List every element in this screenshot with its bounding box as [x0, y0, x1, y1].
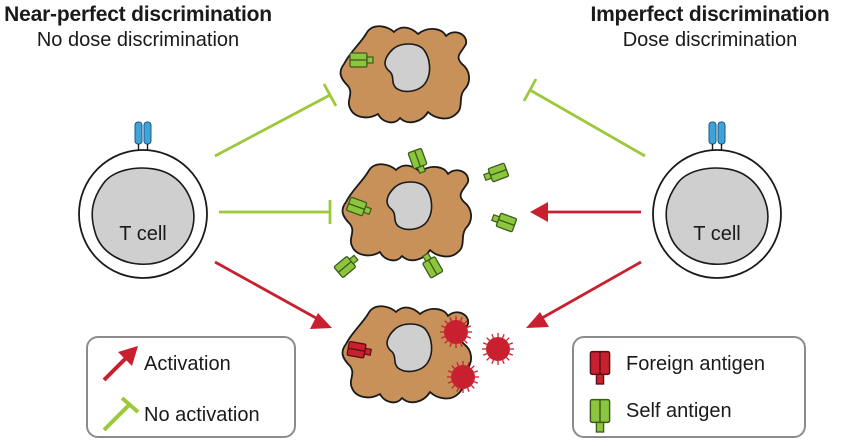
legend-left-icons — [102, 346, 140, 432]
self-antigen-icon — [333, 251, 362, 279]
left-panel-heading: Near-perfect discrimination No dose disc… — [0, 2, 276, 52]
legend-right: Foreign antigen Self antigen — [572, 336, 806, 438]
right-panel-title: Imperfect discrimination — [590, 3, 830, 26]
right-tcr-icon — [708, 121, 726, 151]
right-t-cell: T cell — [652, 121, 782, 279]
left-t-cell-label: T cell — [119, 223, 166, 245]
self-antigen-label: Self antigen — [626, 400, 732, 422]
right-activate-mid — [530, 202, 641, 222]
right-t-cell-body — [652, 149, 782, 279]
left-panel-subtitle: No dose discrimination — [36, 28, 240, 51]
foreign-antigen-legend-icon — [589, 350, 611, 385]
pathogen-icon — [439, 315, 473, 349]
apc-low-self — [339, 25, 470, 124]
self-antigen-icon — [481, 162, 510, 185]
left-inhibit-top — [214, 83, 338, 158]
right-panel-subtitle: Dose discrimination — [622, 28, 798, 51]
left-tcr-icon — [134, 121, 152, 151]
right-t-cell-label: T cell — [693, 223, 740, 245]
left-t-cell: T cell — [78, 121, 208, 279]
foreign-antigen-label: Foreign antigen — [626, 353, 765, 375]
left-activate-bottom — [214, 260, 332, 329]
left-inhibit-mid — [219, 200, 332, 224]
right-panel-heading: Imperfect discrimination Dose discrimina… — [572, 2, 842, 52]
right-activate-bottom — [526, 260, 642, 328]
legend-left: Activation No activation — [86, 336, 296, 438]
self-antigen-legend-icon — [589, 398, 611, 433]
no-activation-label: No activation — [144, 404, 260, 426]
activation-label: Activation — [144, 353, 231, 375]
apc-high-self — [333, 147, 518, 279]
self-antigen-icon — [489, 210, 518, 233]
activation-arrow-icon — [102, 346, 138, 382]
right-inhibit-top — [522, 78, 646, 158]
pathogen-icon — [446, 360, 480, 394]
pathogen-icon — [481, 332, 515, 366]
apc-foreign — [341, 305, 515, 404]
inhibition-icon — [102, 396, 140, 432]
left-panel-title: Near-perfect discrimination — [4, 3, 272, 26]
legend-right-icons — [589, 350, 611, 433]
left-t-cell-body — [78, 149, 208, 279]
